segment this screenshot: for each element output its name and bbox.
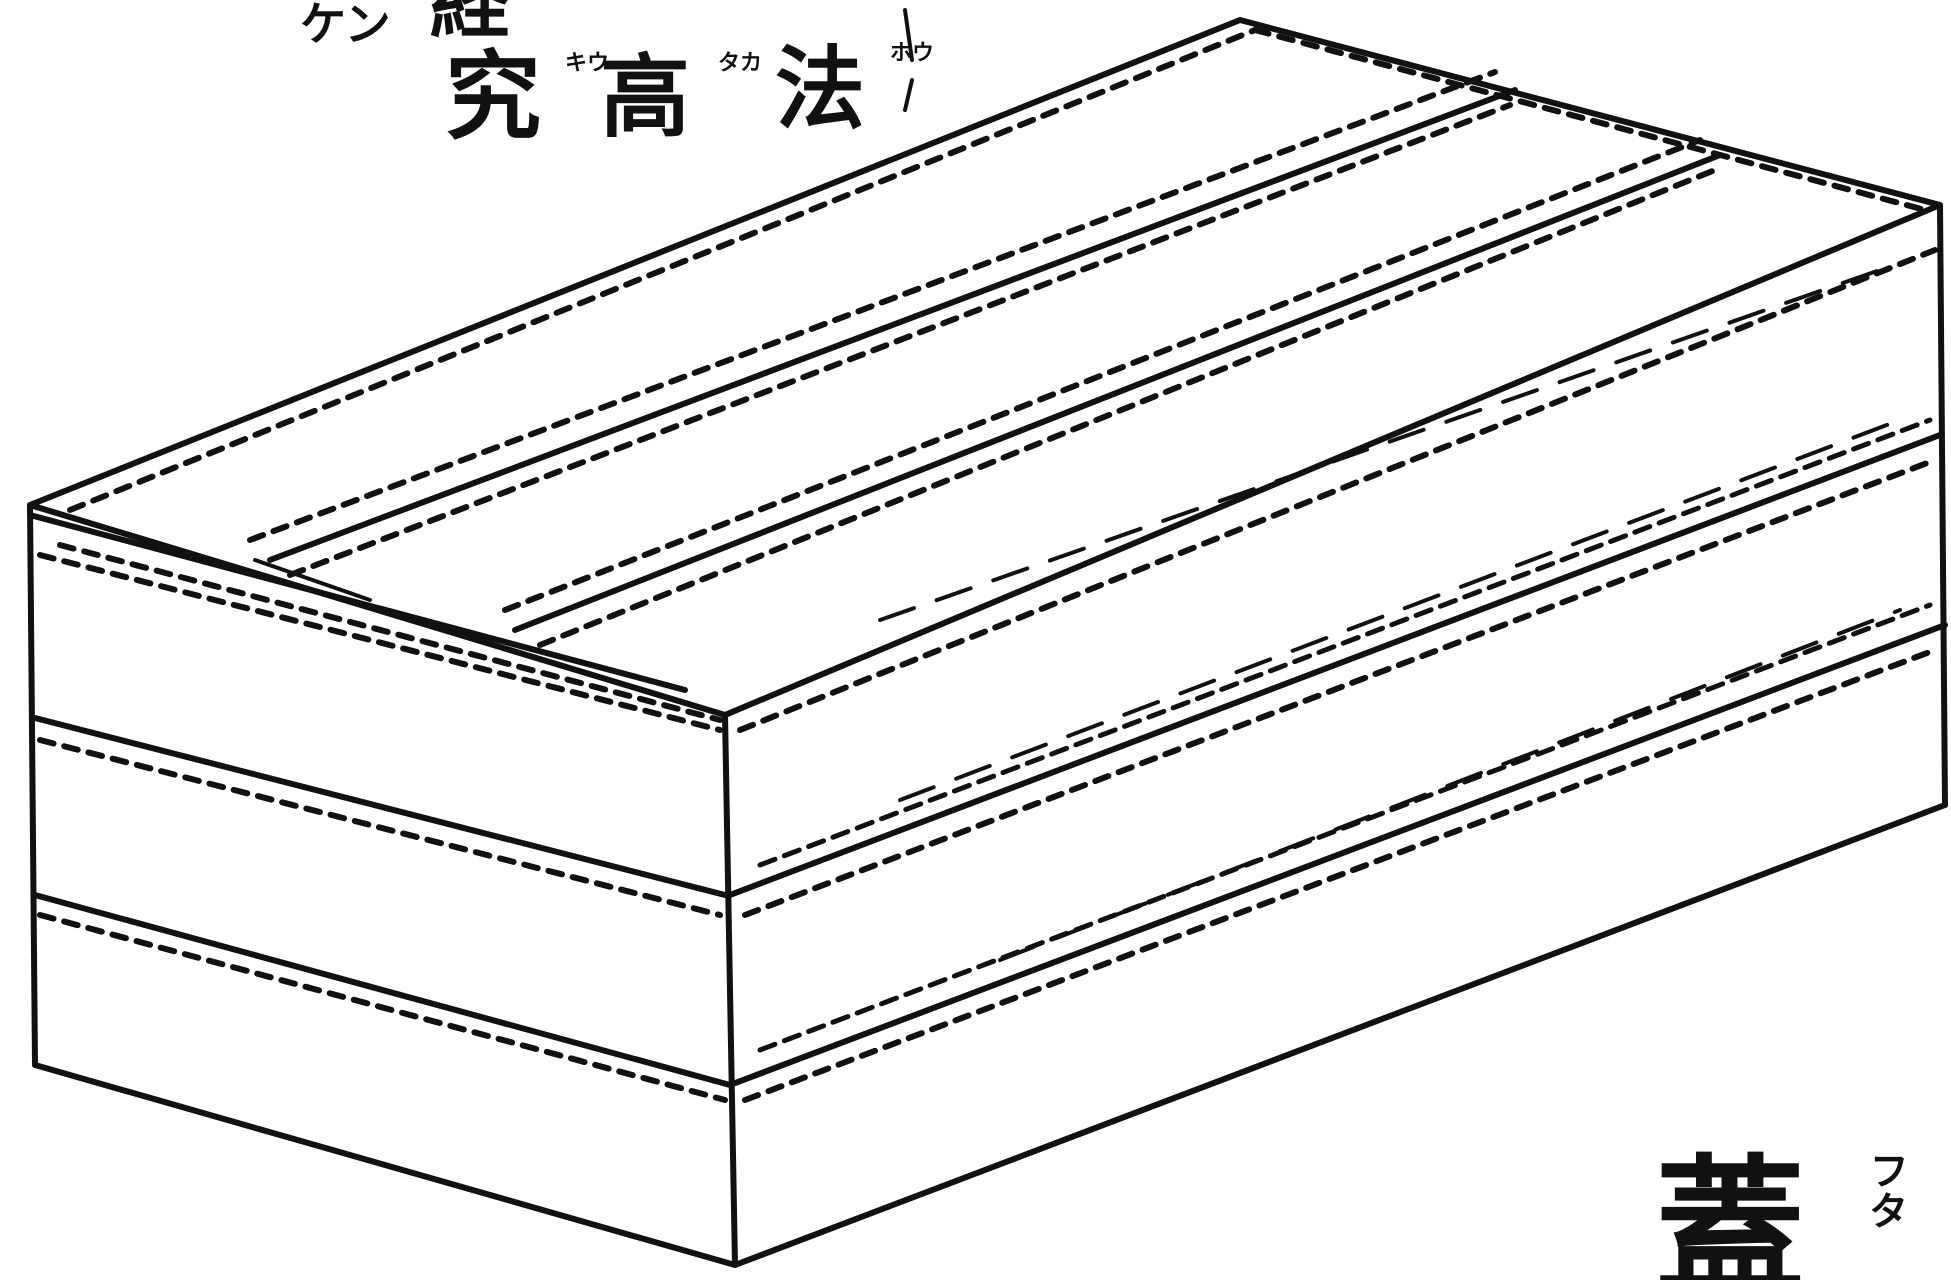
lid-plank-line-2	[512, 152, 1723, 633]
top-back-left-dash	[67, 27, 1258, 513]
side-tier-line-1	[727, 432, 1943, 898]
top-back-right-dash	[1252, 27, 1928, 213]
left-column-ruby: キウ	[565, 51, 609, 76]
lid-plank-dash-1b	[247, 69, 1498, 543]
side-top-dash	[737, 247, 1938, 733]
lid-plank-dash-2a	[537, 167, 1718, 648]
front-tier-dash-2	[37, 912, 728, 1103]
side-tier-line-2	[727, 622, 1948, 1088]
box-top-face	[27, 17, 1943, 723]
lid-plank-dash-1a	[287, 102, 1513, 578]
side-tier-dash-2	[742, 647, 1938, 1103]
front-tier-line-2	[32, 892, 733, 1088]
caption-kanji: 蓋	[1655, 1140, 1805, 1280]
front-left-edge	[27, 502, 38, 1068]
front-tier-line-1	[32, 715, 728, 898]
front-bottom-edge	[32, 1062, 738, 1268]
top-front-left-dash	[57, 542, 723, 723]
lid-plank-dash-2b	[502, 137, 1703, 613]
front-top-dash	[37, 552, 723, 733]
left-edge-kana-top: ケン	[300, 0, 391, 51]
side-tier-dash-1	[742, 457, 1938, 918]
front-tier-dash-1	[37, 737, 723, 918]
front-corner-edge	[722, 712, 738, 1268]
box-side-face	[727, 202, 1948, 1268]
box-front-face	[27, 502, 738, 1268]
side-faint-stroke-2	[898, 418, 1902, 802]
header-text-group: ケン 経 究 キウ 高 タカ 法 ホウ	[300, 0, 934, 153]
side-right-edge	[1937, 202, 1948, 808]
top-partial-kanji: 経	[430, 0, 511, 49]
lid-plank-line-1	[267, 87, 1518, 563]
middle-column-ruby: タカ	[718, 51, 762, 76]
lid-lip-detail	[253, 558, 372, 602]
caption-ruby: フタ	[1862, 1150, 1908, 1230]
lid-front-lip	[27, 512, 688, 693]
side-tier-dash-1b	[757, 417, 1933, 868]
side-faint-stroke-3	[998, 608, 1902, 962]
header-vertical-stroke	[903, 8, 914, 112]
middle-column-kanji: 高	[600, 44, 690, 150]
caption-group: 蓋 フタ	[1655, 1140, 1908, 1284]
side-bottom-edge	[732, 802, 1948, 1268]
right-column-kanji: 法	[775, 36, 865, 142]
left-column-kanji: 究	[445, 40, 541, 153]
